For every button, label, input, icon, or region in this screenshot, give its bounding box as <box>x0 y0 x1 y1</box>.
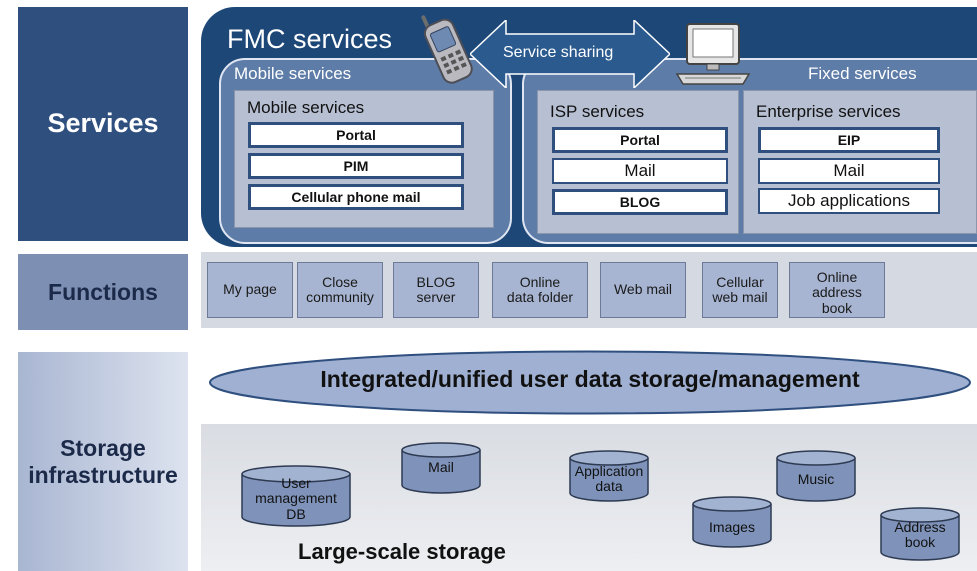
isp-services-title: ISP services <box>550 102 645 121</box>
mobile-services-group-label: Mobile services <box>234 64 352 83</box>
function-close-community: Close community <box>297 262 383 318</box>
db-images-text: Images <box>709 519 755 536</box>
enterprise-service-mail: Mail <box>758 158 940 184</box>
unified-storage-ellipse <box>209 350 971 415</box>
function-online-data-folder-label: Online data folder <box>506 273 574 305</box>
layer-label-storage: Storage infrastructure <box>18 352 188 571</box>
function-online-address-book-label: Online address book <box>812 269 862 316</box>
function-close-community-label: Close community <box>306 273 374 305</box>
unified-storage-label: Integrated/unified user data storage/man… <box>320 366 860 392</box>
function-cellular-web-mail-label: Cellular web mail <box>712 273 768 305</box>
function-blog-server: BLOG server <box>393 262 479 318</box>
layer-label-functions: Functions <box>18 254 188 330</box>
database-cylinder-icon <box>692 496 772 548</box>
db-music-text: Music <box>797 471 835 488</box>
db-images-label: Images <box>692 516 772 540</box>
function-web-mail: Web mail <box>600 262 686 318</box>
layer-label-functions-text: Functions <box>48 278 158 305</box>
large-scale-storage-label: Large-scale storage <box>298 539 506 564</box>
layer-label-services: Services <box>18 7 188 241</box>
db-music-label: Music <box>776 468 856 492</box>
fmc-services-title: FMC services <box>227 24 393 54</box>
function-my-page: My page <box>207 262 293 318</box>
mobile-service-portal: Portal <box>248 122 464 148</box>
service-sharing-label: Service sharing <box>503 44 614 61</box>
function-online-data-folder: Online data folder <box>492 262 588 318</box>
database-cylinder-icon <box>241 465 351 527</box>
isp-service-mail: Mail <box>552 158 728 184</box>
function-cellular-web-mail: Cellular web mail <box>702 262 778 318</box>
layer-label-storage-text: Storage infrastructure <box>28 435 178 488</box>
double-arrow-icon <box>470 20 670 88</box>
db-address-book-label: Address book <box>880 516 960 554</box>
enterprise-service-eip: EIP <box>758 127 940 153</box>
isp-service-blog: BLOG <box>552 189 728 215</box>
db-mail-text: Mail <box>428 459 454 476</box>
isp-service-portal: Portal <box>552 127 728 153</box>
db-address-book-text: Address book <box>894 518 946 550</box>
db-user-management-label: User management DB <box>241 474 351 524</box>
db-application-data-label: Application data <box>563 460 655 498</box>
function-web-mail-label: Web mail <box>613 281 673 298</box>
layer-label-services-text: Services <box>47 108 159 139</box>
db-application-data-text: Application data <box>574 462 644 494</box>
mobile-service-pim: PIM <box>248 153 464 179</box>
db-user-management-text: User management DB <box>255 474 337 522</box>
mobile-phone-icon <box>421 15 473 84</box>
enterprise-service-job-applications: Job applications <box>758 188 940 214</box>
desktop-computer-icon <box>675 23 751 85</box>
database-cylinder-icon <box>401 442 481 494</box>
fixed-services-group-label: Fixed services <box>808 64 917 83</box>
db-mail-label: Mail <box>401 456 481 480</box>
mobile-service-cellular-mail: Cellular phone mail <box>248 184 464 210</box>
database-cylinder-icon <box>880 507 960 561</box>
function-my-page-label: My page <box>223 281 277 298</box>
database-cylinder-icon <box>776 450 856 502</box>
function-online-address-book: Online address book <box>789 262 885 318</box>
database-cylinder-icon <box>569 450 649 502</box>
enterprise-services-title: Enterprise services <box>756 102 901 121</box>
mobile-services-title: Mobile services <box>247 98 365 117</box>
function-blog-server-label: BLOG server <box>416 273 456 305</box>
